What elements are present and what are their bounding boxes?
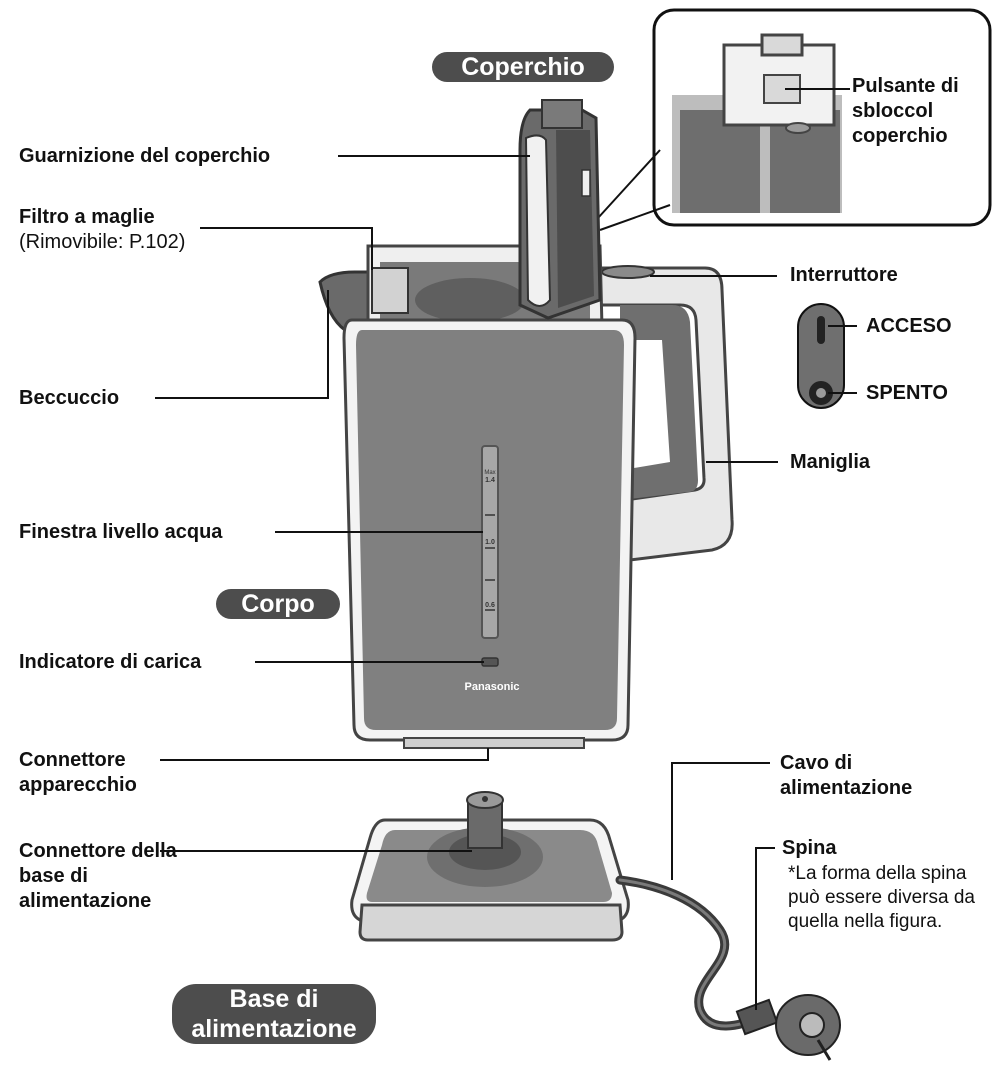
label-switch: Interruttore	[790, 264, 898, 286]
scale-1-0: 1.0	[485, 539, 495, 546]
leader-lines	[155, 155, 857, 1010]
label-mesh-filter-note: (Rimovibile: P.102)	[19, 231, 186, 253]
power-base	[350, 791, 630, 942]
kettle-body	[342, 318, 637, 749]
label-plug: Spina	[782, 837, 837, 859]
label-on: ACCESO	[866, 315, 952, 337]
label-appliance-connector: Connettore apparecchio	[19, 749, 137, 796]
scale-1-4: 1.4	[485, 477, 495, 484]
switch-symbol	[797, 303, 845, 409]
section-pill-body: Corpo	[216, 589, 340, 619]
section-pill-lid: Coperchio	[432, 52, 614, 82]
label-power-cord: Cavo di alimentazione	[780, 752, 913, 799]
label-charge-indicator: Indicatore di carica	[19, 651, 202, 673]
label-handle: Maniglia	[790, 451, 871, 473]
scale-max: Max	[484, 470, 496, 476]
scale-0-6: 0.6	[485, 602, 495, 609]
label-lid-release: Pulsante di sbloccol coperchio	[852, 75, 959, 147]
label-base-connector: Connettore della base di alimentazione	[19, 840, 177, 912]
label-spout: Beccuccio	[19, 387, 120, 409]
kettle-lid	[518, 99, 602, 320]
inset-lid-release	[597, 8, 992, 231]
label-mesh-filter: Filtro a maglie (Rimovibile: P.102)	[19, 205, 185, 255]
plug-note: *La forma della spina può essere diversa…	[788, 863, 975, 932]
label-mesh-filter-title: Filtro a maglie	[19, 206, 155, 228]
power-cord	[615, 875, 841, 1061]
brand-logo: Panasonic	[464, 681, 520, 693]
label-water-window: Finestra livello acqua	[19, 521, 223, 543]
section-pill-base: Base di alimentazione	[172, 984, 376, 1044]
label-off: SPENTO	[866, 382, 948, 404]
label-lid-gasket: Guarnizione del coperchio	[19, 145, 271, 167]
